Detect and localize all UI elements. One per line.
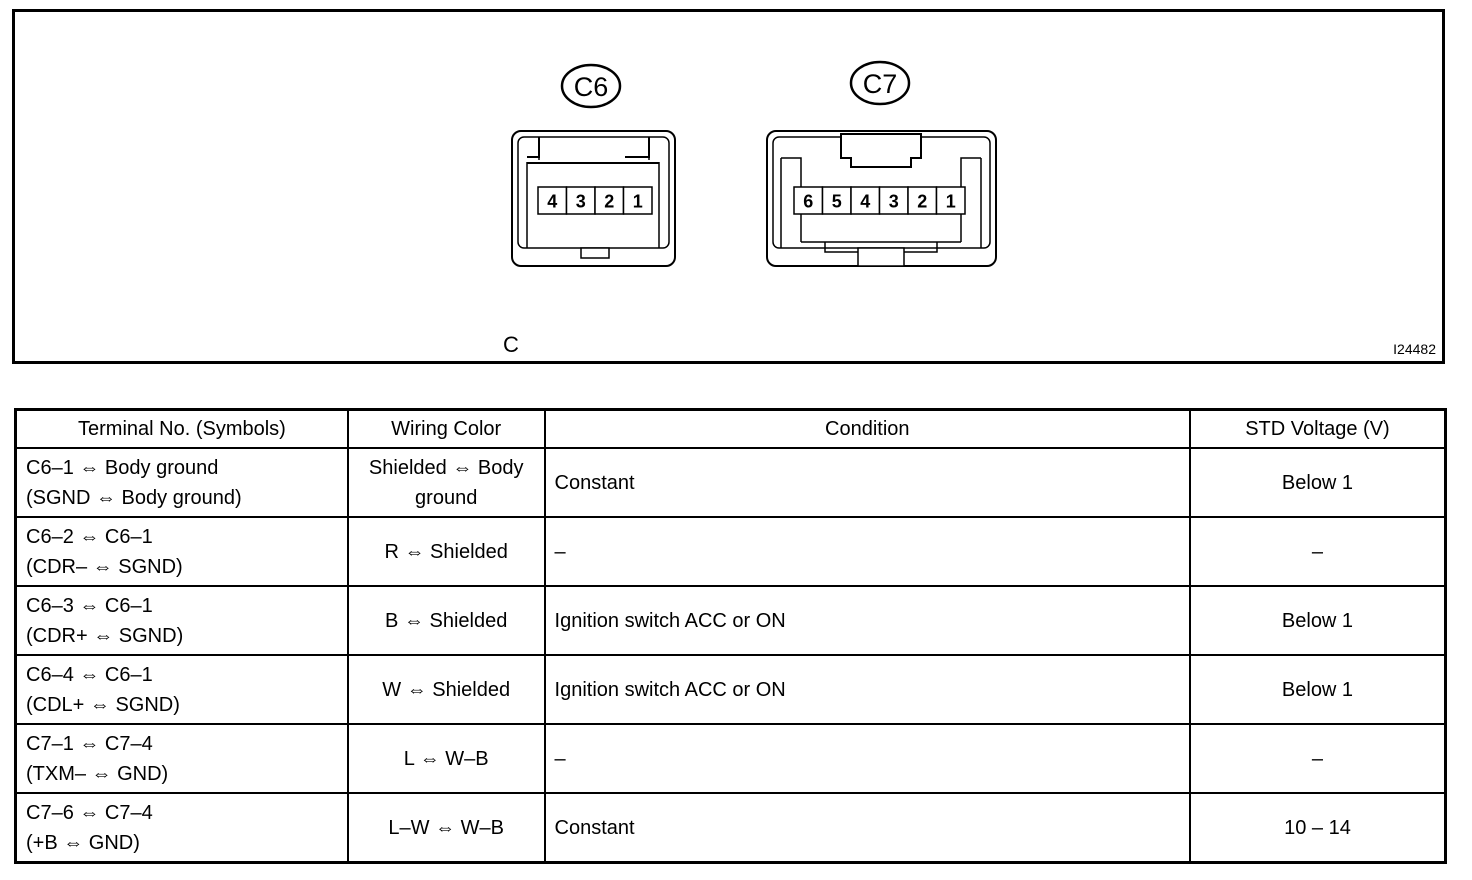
terminal-cell: C6–2 ⇔ C6–1 (CDR– ⇔ SGND) xyxy=(14,516,349,587)
terminal-line-1: C7–1 ⇔ C7–4 xyxy=(26,732,153,755)
header-terminal: Terminal No. (Symbols) xyxy=(14,408,349,449)
std-voltage-cell: Below 1 xyxy=(1188,447,1447,518)
terminal-spec-table: Terminal No. (Symbols) Wiring Color Cond… xyxy=(14,408,1447,864)
c6-pin-number: 2 xyxy=(604,192,614,212)
c7-pin-cell xyxy=(821,186,852,215)
terminal-line-2: (CDL+ ⇔ SGND) xyxy=(26,693,180,716)
c6-pin-number: 3 xyxy=(576,192,586,212)
terminal-cell: C6–4 ⇔ C6–1 (CDL+ ⇔ SGND) xyxy=(14,654,349,725)
table-row: C6–4 ⇔ C6–1 (CDL+ ⇔ SGND) W ⇔ Shielded Ig… xyxy=(14,654,1447,725)
wiring-color-cell: W ⇔ Shielded xyxy=(346,654,546,725)
c6-label-bubble xyxy=(560,63,622,109)
header-condition: Condition xyxy=(543,408,1191,449)
c7-pin-cell xyxy=(935,186,966,215)
table-header-row: Terminal No. (Symbols) Wiring Color Cond… xyxy=(14,408,1447,449)
terminal-cell: C6–3 ⇔ C6–1 (CDR+ ⇔ SGND) xyxy=(14,585,349,656)
terminal-line-1: C6–1 ⇔ Body ground xyxy=(26,456,219,479)
table-row: C6–1 ⇔ Body ground (SGND ⇔ Body ground) S… xyxy=(14,447,1447,518)
condition-cell: Constant xyxy=(543,447,1191,518)
c6-pin-number: 4 xyxy=(547,192,557,212)
c6-pin-cell xyxy=(565,186,596,215)
terminal-cell: C7–6 ⇔ C7–4 (+B ⇔ GND) xyxy=(14,792,349,864)
condition-cell: Ignition switch ACC or ON xyxy=(543,585,1191,656)
wiring-color-cell: R ⇔ Shielded xyxy=(346,516,546,587)
condition-cell: – xyxy=(543,723,1191,794)
c7-pin-number: 1 xyxy=(946,192,956,212)
terminal-line-1: C6–4 ⇔ C6–1 xyxy=(26,663,153,686)
condition-cell: Ignition switch ACC or ON xyxy=(543,654,1191,725)
terminal-line-2: (CDR– ⇔ SGND) xyxy=(26,555,183,578)
std-voltage-cell: – xyxy=(1188,516,1447,587)
c7-pin-number: 4 xyxy=(860,192,870,212)
table-row: C6–2 ⇔ C6–1(CDR– ⇔ SGND) R ⇔ Shielded – … xyxy=(14,516,1447,587)
condition-cell: Constant xyxy=(543,792,1191,864)
wiring-color-cell: Shielded ⇔ Body ground xyxy=(346,447,546,518)
figure-id: I24482 xyxy=(1393,341,1436,357)
terminal-line-1: C7–6 ⇔ C7–4 xyxy=(26,801,153,824)
terminal-line-2: (+B ⇔ GND) xyxy=(26,831,140,854)
terminal-line-2: (CDR+ ⇔ SGND) xyxy=(26,624,184,647)
c7-pin-number: 2 xyxy=(917,192,927,212)
c7-label-bubble xyxy=(849,60,911,106)
terminal-cell: C7–1 ⇔ C7–4 (TXM– ⇔ GND) xyxy=(14,723,349,794)
wiring-color-cell: L–W ⇔ W–B xyxy=(346,792,546,864)
c7-pin-number: 3 xyxy=(889,192,899,212)
c6-connector-label: C6 xyxy=(574,72,609,102)
table-row: C7–1 ⇔ C7–4 (TXM– ⇔ GND) L ⇔ W–B – – xyxy=(14,723,1447,794)
terminal-line-2: (TXM– ⇔ GND) xyxy=(26,762,169,785)
c6-pin-number: 1 xyxy=(633,192,643,212)
std-voltage-cell: – xyxy=(1188,723,1447,794)
table-row: C7–6 ⇔ C7–4 (+B ⇔ GND) L–W ⇔ W–B Constant… xyxy=(14,792,1447,864)
header-std-voltage: STD Voltage (V) xyxy=(1188,408,1447,449)
std-voltage-cell: Below 1 xyxy=(1188,654,1447,725)
c7-pin-number: 5 xyxy=(832,192,842,212)
condition-cell: – xyxy=(543,516,1191,587)
c7-pin-cell xyxy=(793,186,824,215)
c7-pin-cell xyxy=(878,186,909,215)
terminal-line-1: C6–3 ⇔ C6–1 xyxy=(26,594,153,617)
terminal-line-2: (SGND ⇔ Body ground) xyxy=(26,486,242,509)
wiring-color-cell: B ⇔ Shielded xyxy=(346,585,546,656)
std-voltage-cell: 10 – 14 xyxy=(1188,792,1447,864)
terminal-line-1: C6–2 ⇔ C6–1 xyxy=(26,525,153,548)
wiring-color-cell: L ⇔ W–B xyxy=(346,723,546,794)
table-row: C6–3 ⇔ C6–1 (CDR+ ⇔ SGND) B ⇔ Shielded Ig… xyxy=(14,585,1447,656)
c6-pin-cell xyxy=(622,186,653,215)
std-voltage-cell: Below 1 xyxy=(1188,585,1447,656)
terminal-cell: C6–1 ⇔ Body ground (SGND ⇔ Body ground) xyxy=(14,447,349,518)
diagram-caption-letter: C xyxy=(503,332,519,357)
c7-connector-label: C7 xyxy=(863,69,898,99)
header-wiring-color: Wiring Color xyxy=(346,408,546,449)
c7-pin-number: 6 xyxy=(803,192,813,212)
